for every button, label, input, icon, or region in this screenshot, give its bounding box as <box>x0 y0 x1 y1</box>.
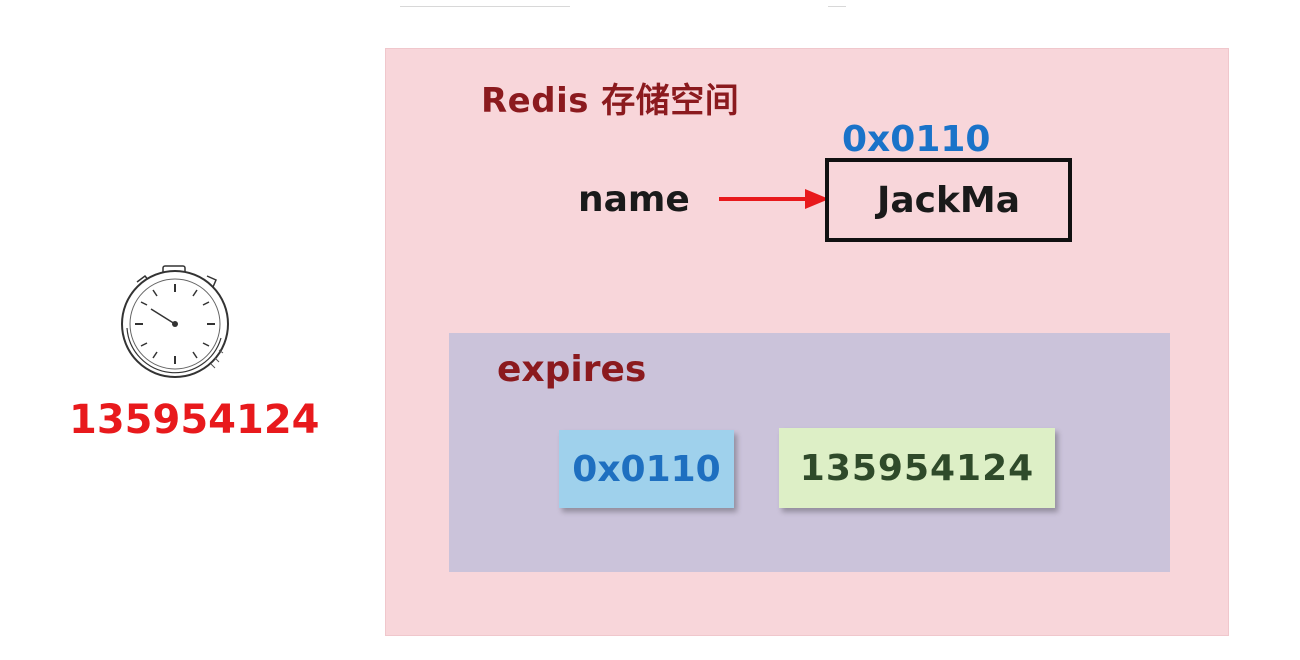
clock-time-value: 135954124 <box>69 397 320 443</box>
top-divider-line-right <box>828 6 846 7</box>
expires-panel: expires 0x0110 135954124 <box>449 333 1170 572</box>
top-divider-line <box>400 6 570 7</box>
expires-title: expires <box>497 349 647 390</box>
arrow-right-icon <box>719 189 829 209</box>
key-name-label: name <box>578 179 690 220</box>
key-value-text: JackMa <box>876 179 1021 221</box>
expires-value-text: 135954124 <box>799 447 1035 489</box>
expires-key-text: 0x0110 <box>572 448 721 490</box>
key-address-label: 0x0110 <box>842 119 991 160</box>
key-value-box: JackMa <box>825 158 1072 242</box>
redis-storage-panel: Redis 存储空间 0x0110 name JackMa expires 0x… <box>385 48 1229 636</box>
storage-title: Redis 存储空间 <box>481 81 740 121</box>
expires-value-box: 135954124 <box>779 428 1055 508</box>
expires-key-box: 0x0110 <box>559 430 734 508</box>
stopwatch-icon <box>121 265 229 378</box>
